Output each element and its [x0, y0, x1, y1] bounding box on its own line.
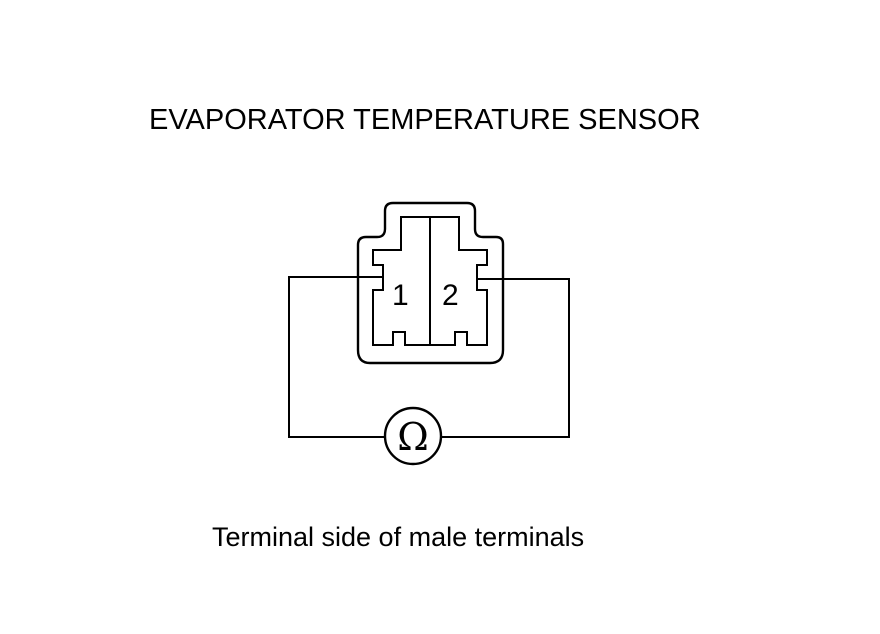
- terminal-1-label: 1: [392, 279, 409, 312]
- terminal-2-label: 2: [442, 279, 459, 312]
- ohmmeter-icon: Ω: [383, 406, 443, 466]
- diagram-title: EVAPORATOR TEMPERATURE SENSOR: [149, 104, 701, 136]
- wire-terminal-1: [288, 276, 385, 438]
- wire-terminal-2: [441, 278, 570, 438]
- diagram-caption: Terminal side of male terminals: [212, 522, 585, 552]
- connector-inner-cavity: [372, 216, 488, 346]
- ohm-symbol: Ω: [397, 415, 429, 459]
- connector-outer-housing: [356, 201, 505, 365]
